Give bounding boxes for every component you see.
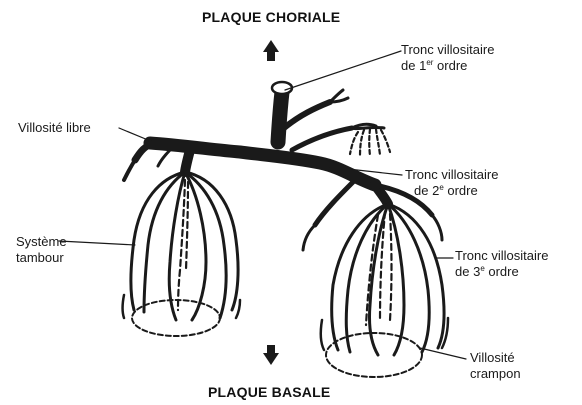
title-plaque-choriale: PLAQUE CHORIALE [202, 9, 340, 25]
label-tronc-1er-ordre: Tronc villositaire de 1er ordre [401, 42, 494, 74]
label-tronc-3e-ordre: Tronc villositaire de 3e ordre [455, 248, 548, 280]
tronc-2e-ordre [124, 143, 375, 185]
label-systeme-tambour: Système tambour [16, 234, 67, 266]
label-tronc-2-line1: Tronc villositaire [405, 167, 498, 183]
label-systeme-line1: Système [16, 234, 67, 250]
label-tronc-1-line2: de 1er ordre [401, 58, 494, 74]
label-villosite-libre: Villosité libre [18, 120, 91, 136]
label-villosite-crampon: Villosité crampon [470, 350, 521, 382]
label-crampon-line1: Villosité [470, 350, 521, 366]
label-tronc-2-prefix: de 2 [414, 183, 439, 198]
label-tronc-1-suffix: ordre [433, 58, 467, 73]
title-plaque-basale: PLAQUE BASALE [208, 384, 330, 400]
label-tronc-1-prefix: de 1 [401, 58, 426, 73]
left-villous-system [123, 150, 241, 336]
right-villous-system [303, 180, 448, 377]
label-tronc-3-line1: Tronc villositaire [455, 248, 548, 264]
label-systeme-line2: tambour [16, 250, 67, 266]
label-tronc-1-line1: Tronc villositaire [401, 42, 494, 58]
label-tronc-2-suffix: ordre [444, 183, 478, 198]
label-crampon-line2: crampon [470, 366, 521, 382]
label-tronc-3-line2: de 3e ordre [455, 264, 548, 280]
label-tronc-3-prefix: de 3 [455, 264, 480, 279]
label-tronc-2e-ordre: Tronc villositaire de 2e ordre [405, 167, 498, 199]
tassel-villosites [350, 127, 390, 156]
arrow-up-icon [263, 40, 279, 61]
label-tronc-2-line2: de 2e ordre [405, 183, 498, 199]
arrow-down-icon [263, 345, 279, 365]
label-tronc-3-suffix: ordre [485, 264, 519, 279]
